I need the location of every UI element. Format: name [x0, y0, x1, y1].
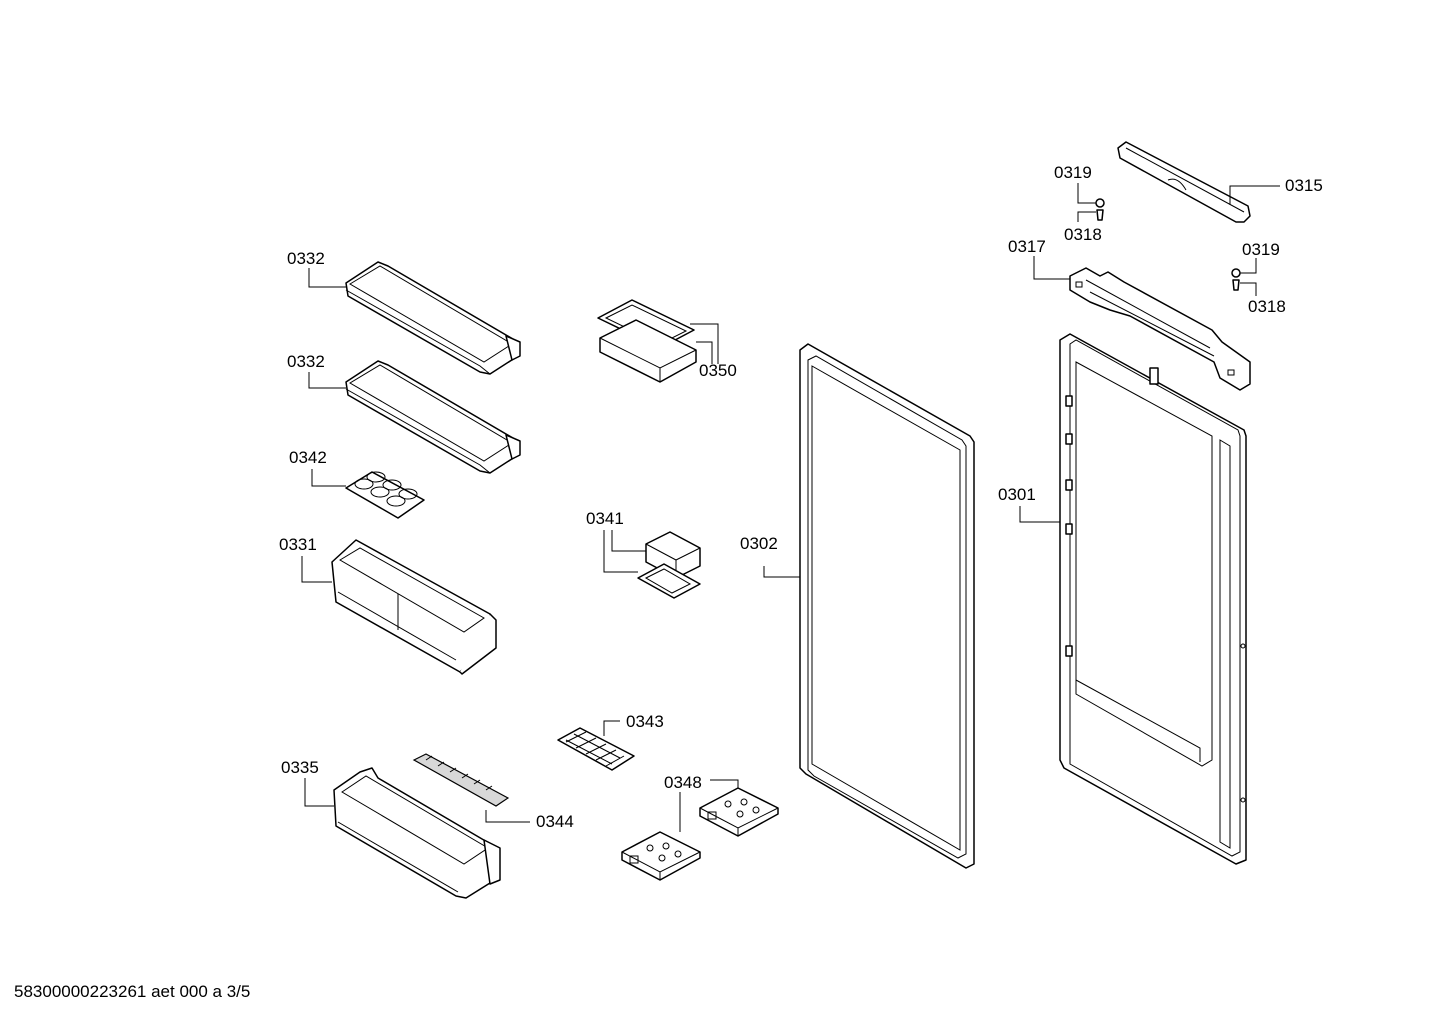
leader-0348 — [679, 779, 739, 832]
door-gasket — [799, 343, 975, 869]
leader-0302 — [763, 566, 800, 578]
label-0318a: 0318 — [1064, 225, 1102, 244]
cold-pack-right — [699, 787, 779, 837]
leader-0332a — [308, 268, 346, 288]
leader-0318b — [1240, 282, 1257, 296]
leader-0301 — [1019, 506, 1060, 523]
label-0301: 0301 — [998, 485, 1036, 504]
screw-nut-upper — [1095, 198, 1105, 221]
leader-0319a — [1077, 183, 1096, 204]
label-0331: 0331 — [279, 535, 317, 554]
label-0332b: 0332 — [287, 352, 325, 371]
leader-0318a — [1077, 211, 1096, 222]
leader-0344 — [485, 810, 530, 823]
bottle-shelf — [333, 767, 501, 899]
leader-0342 — [311, 469, 346, 487]
label-0319a: 0319 — [1054, 163, 1092, 182]
dairy-compartment — [331, 539, 497, 675]
leader-0331 — [301, 556, 332, 583]
label-0317: 0317 — [1008, 237, 1046, 256]
label-0302: 0302 — [740, 534, 778, 553]
leader-0332b — [308, 372, 346, 389]
label-0343: 0343 — [626, 712, 664, 731]
ice-cube-tray — [557, 727, 635, 771]
leader-0319b — [1240, 258, 1257, 274]
leader-0317 — [1033, 256, 1070, 280]
inner-door-panel — [1059, 333, 1247, 865]
leader-0343 — [603, 720, 620, 736]
hinge-bracket — [1069, 267, 1251, 391]
leader-0350 — [690, 323, 719, 364]
label-0335: 0335 — [281, 758, 319, 777]
label-0315: 0315 — [1285, 176, 1323, 195]
leader-0335 — [304, 778, 334, 807]
label-0344: 0344 — [536, 812, 574, 831]
label-0332a: 0332 — [287, 249, 325, 268]
bottle-retainer — [412, 753, 510, 807]
leader-0341 — [603, 530, 646, 573]
cold-pack-left — [621, 831, 701, 881]
hinge-cover — [1117, 141, 1251, 223]
label-0342: 0342 — [289, 448, 327, 467]
door-shelf-lower — [345, 360, 521, 474]
box-with-lid — [597, 299, 697, 383]
document-code: 58300000223261 aet 000 a 3/5 — [14, 982, 250, 1001]
label-0350: 0350 — [699, 361, 737, 380]
leader-0315 — [1229, 185, 1280, 205]
label-0319b: 0319 — [1242, 240, 1280, 259]
label-0348: 0348 — [664, 773, 702, 792]
egg-tray — [345, 471, 425, 519]
screw-nut-right — [1231, 268, 1241, 291]
label-0341: 0341 — [586, 509, 624, 528]
label-0318b: 0318 — [1248, 297, 1286, 316]
small-box-with-lid — [637, 531, 701, 599]
door-shelf-upper — [345, 261, 521, 375]
